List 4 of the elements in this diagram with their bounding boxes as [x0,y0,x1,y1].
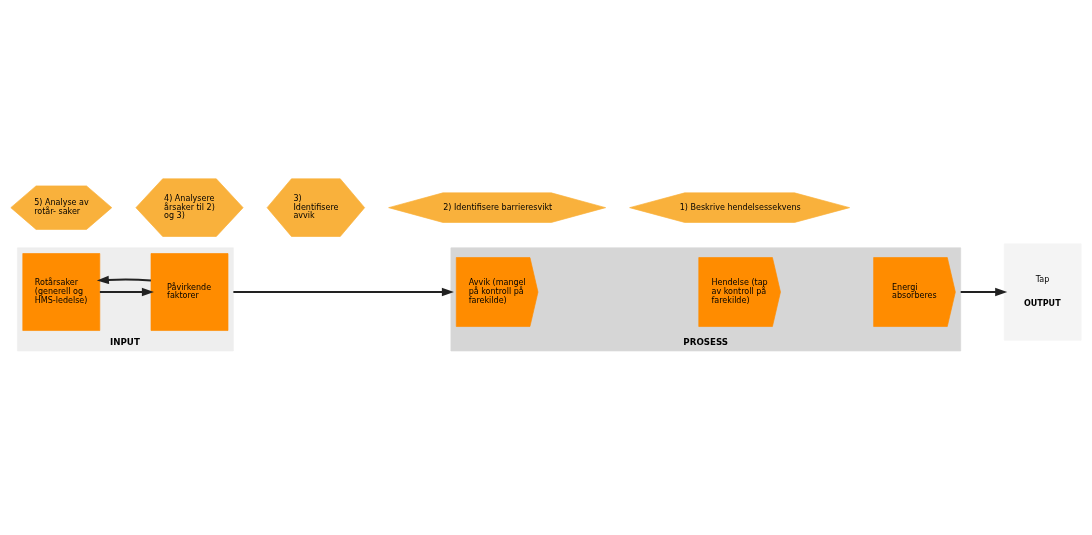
arrow [960,287,1008,297]
arrow [99,287,154,297]
arrow [96,275,151,285]
arrow [233,287,454,297]
